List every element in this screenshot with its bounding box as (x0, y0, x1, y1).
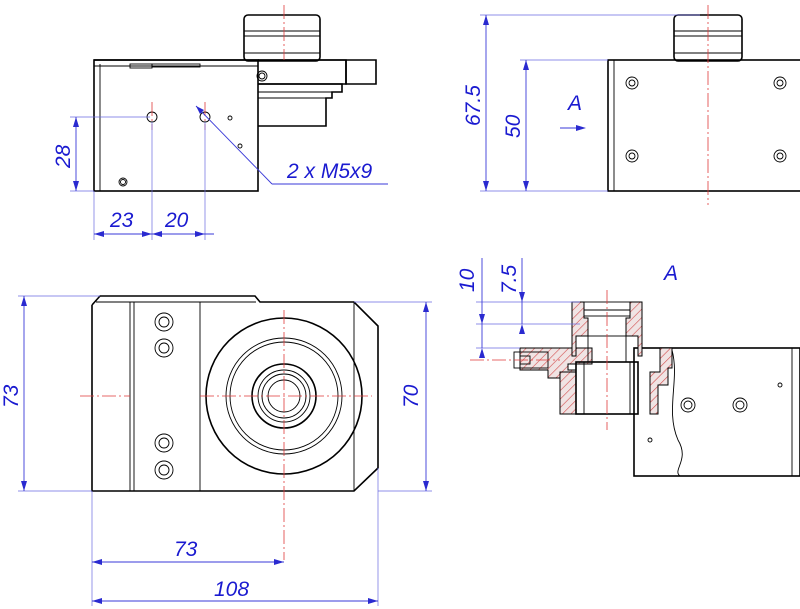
dim-67-5: 67.5 (462, 85, 485, 126)
dim-7-5: 7.5 (498, 264, 521, 294)
screw-heads (154, 312, 174, 480)
thread-callout: 2 x M5x9 (286, 160, 373, 183)
dim-23: 23 (109, 209, 134, 232)
dim-73-horizontal: 73 (174, 538, 198, 561)
dim-108: 108 (214, 578, 249, 601)
view-arrow-label: A (566, 92, 582, 115)
section-label: A (662, 262, 678, 285)
top-right-view: 67.5 50 A (462, 5, 800, 205)
dim-73-vertical: 73 (0, 384, 23, 408)
mounting-holes (625, 76, 787, 163)
dim-20: 20 (164, 209, 189, 232)
section-view-a: 10 7.5 A (456, 258, 800, 477)
bottom-left-view: 73 70 73 108 (0, 295, 432, 606)
dim-10: 10 (456, 268, 479, 292)
dim-70-vertical: 70 (400, 384, 423, 408)
top-left-view: 28 23 20 2 x M5x9 (52, 5, 388, 240)
dim-28: 28 (52, 144, 75, 169)
dim-50: 50 (502, 114, 525, 138)
